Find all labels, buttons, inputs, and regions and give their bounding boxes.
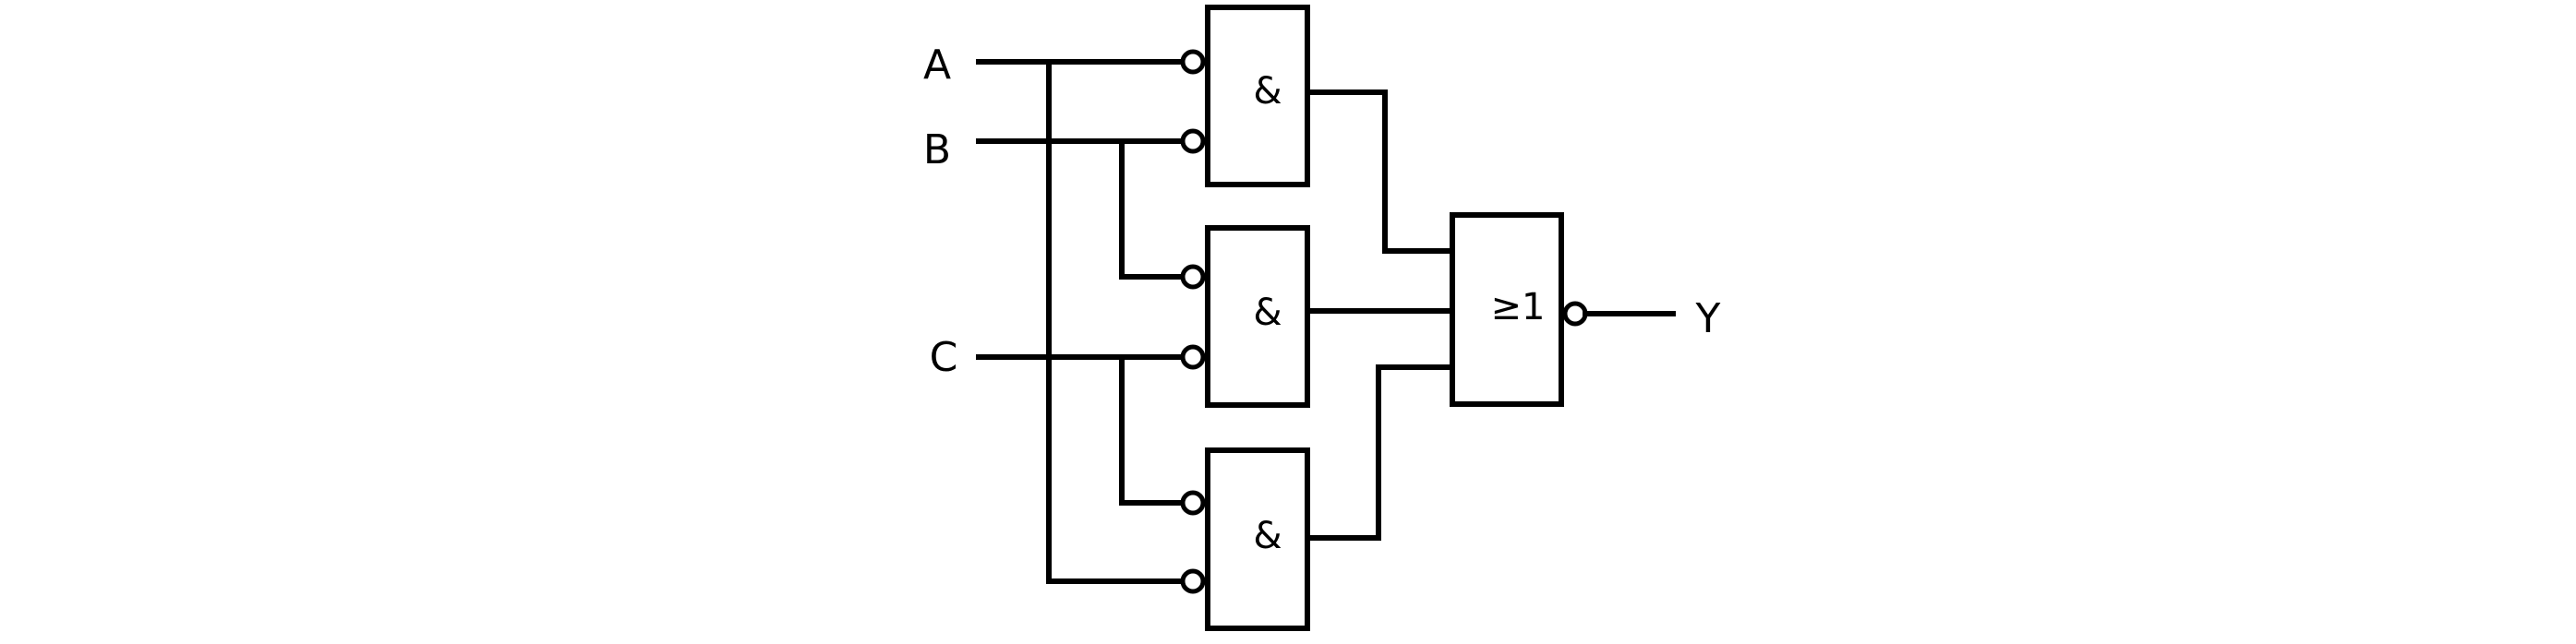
output-inversion-bubble — [1562, 301, 1588, 327]
output-label-y: Y — [1695, 295, 1721, 342]
and-to-nor-wires — [1305, 89, 1455, 541]
input-label-c: C — [930, 334, 958, 381]
inversion-bubble — [1180, 128, 1206, 154]
and-gate-2-symbol: & — [1253, 292, 1282, 334]
and-gate-3: & — [1180, 447, 1310, 631]
inversion-bubble — [1180, 344, 1206, 370]
inversion-bubble — [1180, 568, 1206, 594]
inversion-bubble — [1180, 264, 1206, 290]
nor-gate: ≥1 — [1450, 212, 1588, 407]
input-c-wires — [976, 354, 1185, 506]
input-a-wires — [976, 59, 1185, 584]
nor-gate-symbol: ≥1 — [1491, 286, 1546, 328]
and-gate-2: & — [1180, 225, 1310, 408]
and-gate-1-symbol: & — [1253, 70, 1282, 113]
inversion-bubble — [1180, 490, 1206, 516]
input-label-b: B — [923, 126, 951, 173]
and-gate-3-symbol: & — [1253, 515, 1282, 557]
input-b-wires — [976, 138, 1185, 280]
and-gate-1: & — [1180, 5, 1310, 187]
input-label-a: A — [923, 42, 951, 89]
inversion-bubble — [1180, 49, 1206, 75]
